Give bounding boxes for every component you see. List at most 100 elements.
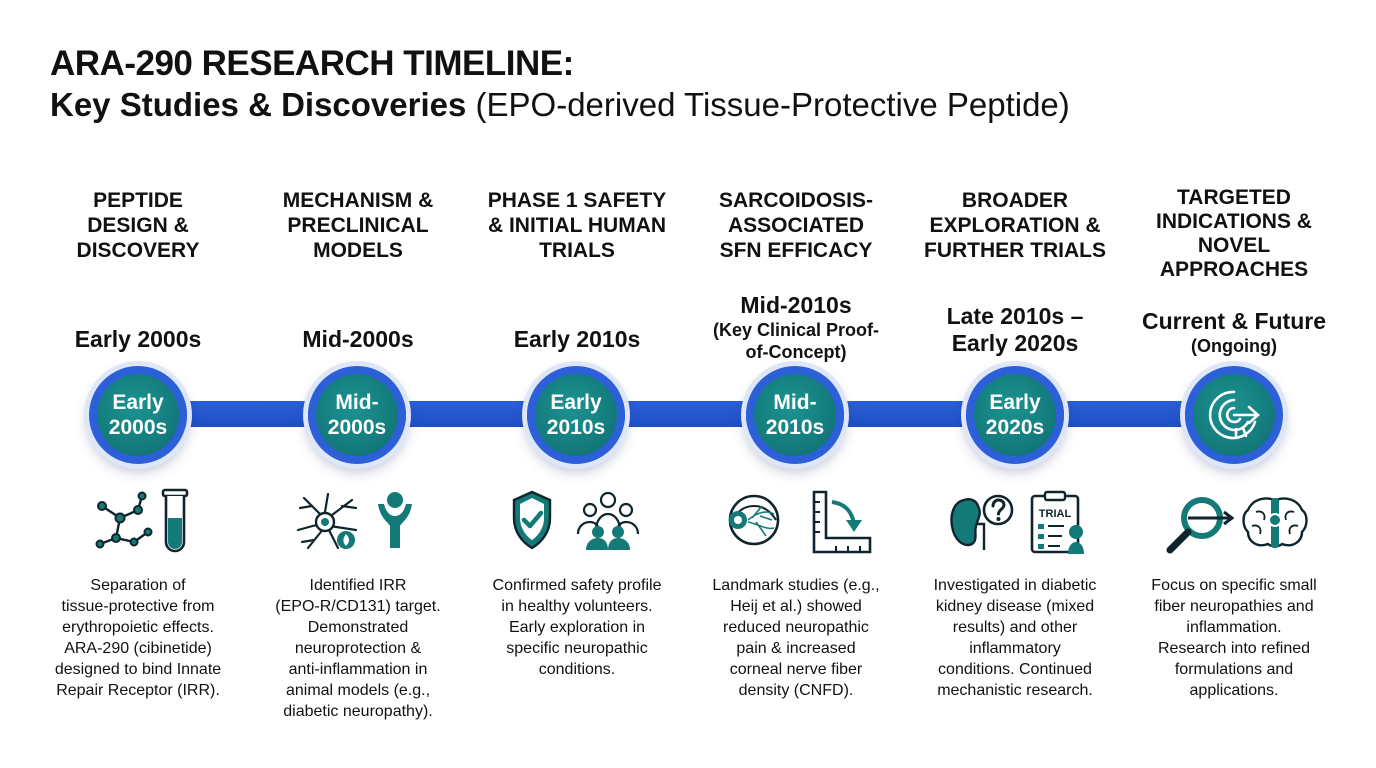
- test-tube-icon: [161, 488, 189, 553]
- target-arrow-icon: [1208, 390, 1260, 440]
- node-label: 2010s: [546, 416, 606, 439]
- timeline-node-6: [1185, 366, 1283, 464]
- svg-text:TRIAL: TRIAL: [1039, 508, 1072, 520]
- stage-5-heading: BROADER EXPLORATION & FURTHER TRIALS: [910, 188, 1120, 263]
- stage-3-description: Confirmed safety profile in healthy volu…: [472, 575, 682, 680]
- stage-6-description: Focus on specific small fiber neuropathi…: [1129, 575, 1339, 701]
- node-label: Mid-: [773, 391, 817, 414]
- desc-line: results) and other: [952, 619, 1078, 636]
- desc-line: in healthy volunteers.: [501, 598, 653, 615]
- page-subtitle: Key Studies & Discoveries (EPO-derived T…: [50, 84, 1070, 126]
- stage-4-period: Mid-2010s (Key Clinical Proof-of-Concept…: [681, 292, 911, 363]
- stage-2-heading-line: MECHANISM &: [282, 189, 434, 212]
- desc-line: reduced neuropathic: [723, 619, 869, 636]
- stage-6-period-main: Current & Future: [1142, 308, 1326, 334]
- stage-5-heading-line: FURTHER TRIALS: [924, 239, 1106, 262]
- desc-line: Heij et al.) showed: [730, 598, 862, 615]
- stage-6-heading: TARGETED INDICATIONS & NOVEL APPROACHES: [1129, 186, 1339, 282]
- desc-line: ARA-290 (cibinetide): [64, 640, 212, 657]
- desc-line: anti-inflammation in: [288, 661, 428, 678]
- stage-2-heading-line: PRECLINICAL: [287, 214, 429, 237]
- desc-line: Focus on specific small: [1151, 577, 1317, 594]
- stage-2-heading: MECHANISM & PRECLINICAL MODELS: [253, 188, 463, 263]
- page-title: ARA-290 RESEARCH TIMELINE:: [50, 44, 574, 83]
- desc-line: Confirmed safety profile: [492, 577, 662, 594]
- stage-6-period-sub: (Ongoing): [1191, 336, 1277, 356]
- stage-5-heading-line: EXPLORATION &: [929, 214, 1101, 237]
- desc-line: Demonstrated: [307, 619, 409, 636]
- stage-3-heading-line: PHASE 1 SAFETY: [487, 189, 667, 212]
- stage-1-heading: PEPTIDE DESIGN & DISCOVERY: [33, 188, 243, 263]
- timeline-node-5: Early 2020s: [966, 366, 1064, 464]
- stage-6-heading-line: TARGETED: [1177, 186, 1291, 209]
- stage-4-description: Landmark studies (e.g., Heij et al.) sho…: [691, 575, 901, 701]
- desc-line: neuroprotection &: [294, 640, 422, 657]
- subtitle-normal: (EPO-derived Tissue-Protective Peptide): [475, 86, 1070, 123]
- stage-5-heading-line: BROADER: [961, 189, 1069, 212]
- node-label: 2010s: [765, 416, 825, 439]
- node-label: 2020s: [985, 416, 1045, 439]
- stage-4-period-sub: (Key Clinical Proof-of-Concept): [712, 320, 880, 362]
- stage-3-heading-line: & INITIAL HUMAN: [487, 214, 667, 237]
- desc-line: corneal nerve fiber: [729, 661, 863, 678]
- kidney-question-icon: [950, 494, 1014, 550]
- desc-line: animal models (e.g.,: [285, 682, 431, 699]
- desc-line: designed to bind Innate: [54, 661, 222, 678]
- stage-5-period-main: Late 2010s – Early 2020s: [946, 303, 1084, 356]
- stage-1-heading-line: DISCOVERY: [76, 239, 200, 262]
- desc-line: inflammation.: [1186, 619, 1282, 636]
- stage-3-heading-line: TRIALS: [539, 239, 615, 262]
- desc-line: conditions.: [538, 661, 616, 678]
- desc-line: Identified IRR: [309, 577, 407, 594]
- stage-2-heading-line: MODELS: [313, 239, 403, 262]
- node-label: Early: [989, 391, 1041, 414]
- desc-line: applications.: [1189, 682, 1279, 699]
- stage-4-heading-line: SFN EFFICACY: [719, 239, 873, 262]
- stage-6-period: Current & Future (Ongoing): [1119, 308, 1349, 357]
- node-label: 2000s: [108, 416, 168, 439]
- stage-6-heading-line: NOVEL: [1197, 234, 1271, 257]
- timeline-node-2: Mid- 2000s: [308, 366, 406, 464]
- stage-3-period: Early 2010s: [462, 326, 692, 353]
- desc-line: mechanistic research.: [937, 682, 1093, 699]
- brain-icon: [1242, 497, 1308, 548]
- timeline-track: [130, 401, 1240, 427]
- desc-line: inflammatory: [969, 640, 1061, 657]
- stage-2-period-main: Mid-2000s: [302, 326, 414, 352]
- desc-line: specific neuropathic: [506, 640, 648, 657]
- trial-clipboard-icon: TRIAL: [1030, 490, 1084, 554]
- stage-1-period: Early 2000s: [23, 326, 253, 353]
- desc-line: diabetic neuropathy).: [283, 703, 433, 720]
- desc-line: (EPO-R/CD131) target.: [275, 598, 441, 615]
- timeline-node-3: Early 2010s: [527, 366, 625, 464]
- stage-1-description: Separation of tissue-protective from ery…: [33, 575, 243, 701]
- stage-4-heading-line: ASSOCIATED: [727, 214, 865, 237]
- node-label: Mid-: [335, 391, 379, 414]
- stage-4-period-main: Mid-2010s: [740, 292, 852, 318]
- stage-2-description: Identified IRR (EPO-R/CD131) target. Dem…: [253, 575, 463, 722]
- stage-3-heading: PHASE 1 SAFETY & INITIAL HUMAN TRIALS: [472, 188, 682, 263]
- people-group-icon: [576, 491, 640, 550]
- desc-line: formulations and: [1174, 661, 1294, 678]
- desc-line: Repair Receptor (IRR).: [56, 682, 220, 699]
- desc-line: Early exploration in: [508, 619, 646, 636]
- neuron-icon: [296, 492, 358, 550]
- stage-4-heading-line: SARCOIDOSIS-: [718, 189, 873, 212]
- desc-line: Research into refined: [1157, 640, 1311, 657]
- magnifier-icon: [1166, 497, 1234, 554]
- desc-line: kidney disease (mixed: [935, 598, 1095, 615]
- stage-5-period: Late 2010s – Early 2020s: [900, 303, 1130, 357]
- stage-4-heading: SARCOIDOSIS- ASSOCIATED SFN EFFICACY: [691, 188, 901, 263]
- desc-line: pain & increased: [736, 640, 856, 657]
- receptor-icon: [378, 492, 412, 548]
- node-label: Early: [550, 391, 602, 414]
- desc-line: erythropoietic effects.: [62, 619, 214, 636]
- title-block: ARA-290 RESEARCH TIMELINE: Key Studies &…: [50, 44, 1070, 126]
- desc-line: tissue-protective from: [61, 598, 215, 615]
- node-label: Early: [112, 391, 164, 414]
- stage-1-heading-line: DESIGN &: [87, 214, 189, 237]
- eye-icon: [728, 494, 780, 546]
- node-label: 2000s: [327, 416, 387, 439]
- molecule-icon: [95, 491, 153, 549]
- timeline-node-4: Mid- 2010s: [746, 366, 844, 464]
